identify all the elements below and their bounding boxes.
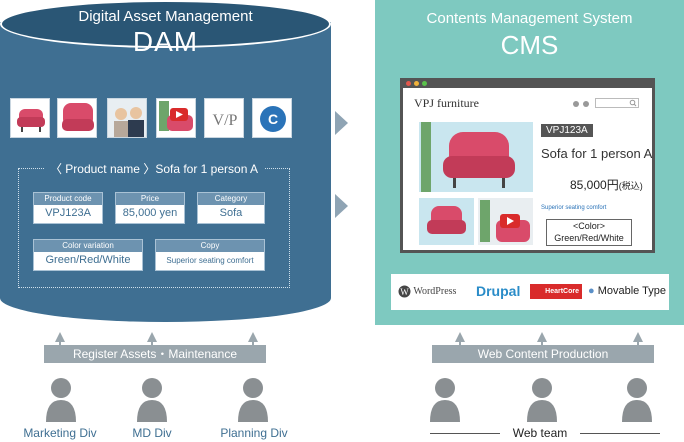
product-title: Sofa for 1 person A xyxy=(541,146,653,161)
drupal-logo: Drupal xyxy=(476,283,521,299)
web-content-bar: Web Content Production xyxy=(432,345,654,363)
field-value: Sofa xyxy=(219,207,243,219)
color-options-values: Green/Red/White xyxy=(554,233,624,243)
md-div-label: MD Div xyxy=(132,426,172,440)
browser-titlebar xyxy=(400,78,655,88)
search-input[interactable] xyxy=(595,98,639,108)
field-value: Superior seating comfort xyxy=(166,256,254,265)
divider-right xyxy=(580,433,660,434)
person-icon xyxy=(137,378,167,422)
dam-cylinder-top xyxy=(0,0,331,48)
field-category[interactable]: Category Sofa xyxy=(197,192,265,224)
movable-type-logo: ● Movable Type xyxy=(588,285,667,297)
asset-thumb-red-sofa[interactable] xyxy=(10,98,50,138)
product-name-heading: 〈 Product name 〉Sofa for 1 person A xyxy=(18,160,290,177)
people-photo-icon xyxy=(108,99,146,137)
video-icon xyxy=(480,200,530,242)
nav-dot-icon[interactable] xyxy=(573,101,579,107)
product-price: 85,000円(税込) xyxy=(570,178,643,192)
arrow-right-icon xyxy=(335,111,348,135)
svg-text:V/P: V/P xyxy=(213,112,238,129)
divider-left xyxy=(430,433,500,434)
product-thumb-video[interactable] xyxy=(478,198,533,245)
site-name[interactable]: VPJ furniture xyxy=(414,96,479,110)
video-icon xyxy=(159,101,193,131)
marketing-div-label: Marketing Div xyxy=(23,426,97,440)
color-options-box[interactable]: <Color> Green/Red/White xyxy=(546,219,632,246)
product-thumb-sofa[interactable] xyxy=(419,198,474,245)
cms-acronym: CMS xyxy=(500,30,559,60)
field-price[interactable]: Price 85,000 yen xyxy=(115,192,185,224)
maximize-dot-icon[interactable] xyxy=(422,81,427,86)
wordpress-logo: W WordPress xyxy=(398,285,456,298)
asset-thumb-people[interactable] xyxy=(107,98,147,138)
sofa-icon xyxy=(427,206,466,234)
c-logo-icon: C xyxy=(260,106,286,132)
person-icon xyxy=(46,378,76,422)
arrow-right-icon xyxy=(335,194,348,218)
color-options-title: <Color> xyxy=(572,221,606,231)
field-label: Price xyxy=(116,193,184,205)
field-label: Color variation xyxy=(34,240,142,252)
wordpress-icon: W xyxy=(398,285,411,298)
field-color-variation[interactable]: Color variation Green/Red/White xyxy=(33,239,143,271)
dam-acronym: DAM xyxy=(132,26,199,57)
field-copy[interactable]: Copy Superior seating comfort xyxy=(155,239,265,271)
nav-dot-icon[interactable] xyxy=(583,101,589,107)
field-value: Green/Red/White xyxy=(45,254,131,266)
field-value: VPJ123A xyxy=(45,207,91,219)
sofa-icon xyxy=(17,109,45,132)
register-assets-bar: Register Assets・Maintenance xyxy=(44,345,266,363)
sofa-icon xyxy=(62,103,94,131)
product-code-badge: VPJ123A xyxy=(541,124,593,137)
person-icon xyxy=(527,378,557,422)
product-main-image[interactable] xyxy=(419,122,533,192)
asset-thumb-video[interactable] xyxy=(156,98,196,138)
movable-type-icon: ● xyxy=(588,285,595,297)
field-value: 85,000 yen xyxy=(122,207,178,219)
asset-thumb-vpj-logo[interactable]: V/P xyxy=(204,98,244,138)
sofa-icon xyxy=(421,122,515,192)
person-icon xyxy=(430,378,460,422)
dam-title: Digital Asset Management xyxy=(78,8,253,25)
minimize-dot-icon[interactable] xyxy=(414,81,419,86)
web-team-label: Web team xyxy=(512,426,568,440)
planning-div-label: Planning Div xyxy=(220,426,288,440)
search-icon xyxy=(629,99,637,107)
field-product-code[interactable]: Product code VPJ123A xyxy=(33,192,103,224)
asset-thumb-red-sofa-closeup[interactable] xyxy=(57,98,97,138)
asset-thumb-c-logo[interactable]: C xyxy=(252,98,292,138)
heartcore-logo: HeartCore xyxy=(530,284,582,299)
person-icon xyxy=(238,378,268,422)
cms-title: Contents Management System xyxy=(426,10,633,27)
field-label: Copy xyxy=(156,240,264,252)
field-label: Product code xyxy=(34,193,102,205)
field-label: Category xyxy=(198,193,264,205)
product-tagline: Superior seating comfort xyxy=(541,205,607,211)
vpj-logo-icon: V/P xyxy=(213,112,238,129)
close-dot-icon[interactable] xyxy=(406,81,411,86)
svg-text:C: C xyxy=(268,111,278,127)
person-icon xyxy=(622,378,652,422)
svg-text:W: W xyxy=(400,287,409,297)
